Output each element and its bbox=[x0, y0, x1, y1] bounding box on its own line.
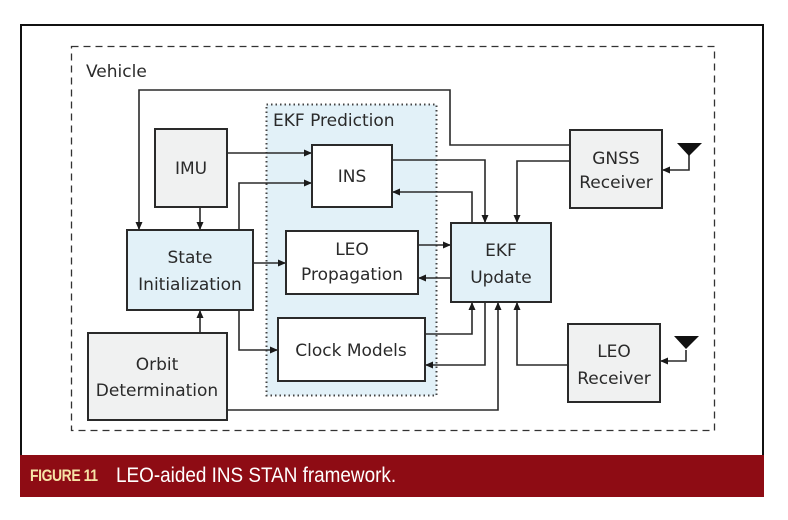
block-state-initialization: State Initialization bbox=[126, 229, 254, 311]
edge-ins-to-ekf-update bbox=[392, 159, 489, 223]
edge-ekf-update-to-clock bbox=[425, 302, 486, 369]
svg-text:Update: Update bbox=[470, 268, 532, 288]
svg-text:Receiver: Receiver bbox=[577, 369, 651, 389]
edge-gnss-antenna-to-receiver bbox=[662, 155, 690, 174]
edge-state-init-to-clock bbox=[238, 310, 278, 354]
gnss-antenna-icon bbox=[677, 143, 702, 156]
edge-ekf-update-to-ins bbox=[392, 188, 473, 223]
svg-text:Propagation: Propagation bbox=[301, 265, 403, 285]
svg-text:LEO: LEO bbox=[335, 240, 369, 260]
block-imu: IMU bbox=[154, 128, 228, 208]
svg-text:INS: INS bbox=[338, 167, 367, 187]
block-leo-propagation: LEO Propagation bbox=[285, 230, 419, 295]
svg-text:LEO: LEO bbox=[597, 342, 631, 362]
block-ekf-update: EKF Update bbox=[450, 222, 552, 303]
edge-gnss-to-state-init bbox=[135, 89, 570, 230]
ekf-prediction-label: EKF Prediction bbox=[273, 111, 395, 131]
connections bbox=[135, 89, 690, 411]
block-clock-models: Clock Models bbox=[277, 317, 426, 382]
svg-text:Receiver: Receiver bbox=[579, 173, 653, 193]
svg-text:IMU: IMU bbox=[175, 159, 207, 179]
svg-text:State: State bbox=[168, 248, 213, 268]
svg-text:Clock Models: Clock Models bbox=[295, 341, 407, 361]
vehicle-label: Vehicle bbox=[86, 62, 147, 82]
block-gnss-receiver: GNSS Receiver bbox=[569, 129, 663, 209]
svg-text:Orbit: Orbit bbox=[136, 355, 179, 375]
svg-text:GNSS: GNSS bbox=[592, 149, 639, 169]
edge-orbit-to-ekf-update bbox=[227, 302, 502, 411]
edge-gnss-to-ekf-update bbox=[513, 160, 570, 223]
edge-clock-to-ekf-update bbox=[425, 302, 476, 335]
block-leo-receiver: LEO Receiver bbox=[567, 323, 661, 403]
svg-text:Determination: Determination bbox=[96, 381, 218, 401]
edge-state-init-to-ins bbox=[238, 179, 312, 230]
edge-leo-antenna-to-receiver bbox=[660, 350, 687, 365]
block-orbit-determination: Orbit Determination bbox=[87, 332, 228, 421]
figure-caption-text: LEO-aided INS STAN framework. bbox=[116, 464, 397, 487]
leo-antenna-icon bbox=[674, 336, 699, 349]
vehicle-region bbox=[70, 45, 716, 432]
figure-number: FIGURE 11 bbox=[30, 466, 98, 485]
svg-text:Initialization: Initialization bbox=[138, 275, 242, 295]
figure-caption: FIGURE 11 LEO-aided INS STAN framework. bbox=[20, 455, 764, 497]
block-ins: INS bbox=[311, 144, 393, 208]
edge-leo-rx-to-ekf-update bbox=[513, 302, 568, 366]
svg-text:EKF: EKF bbox=[485, 241, 517, 261]
